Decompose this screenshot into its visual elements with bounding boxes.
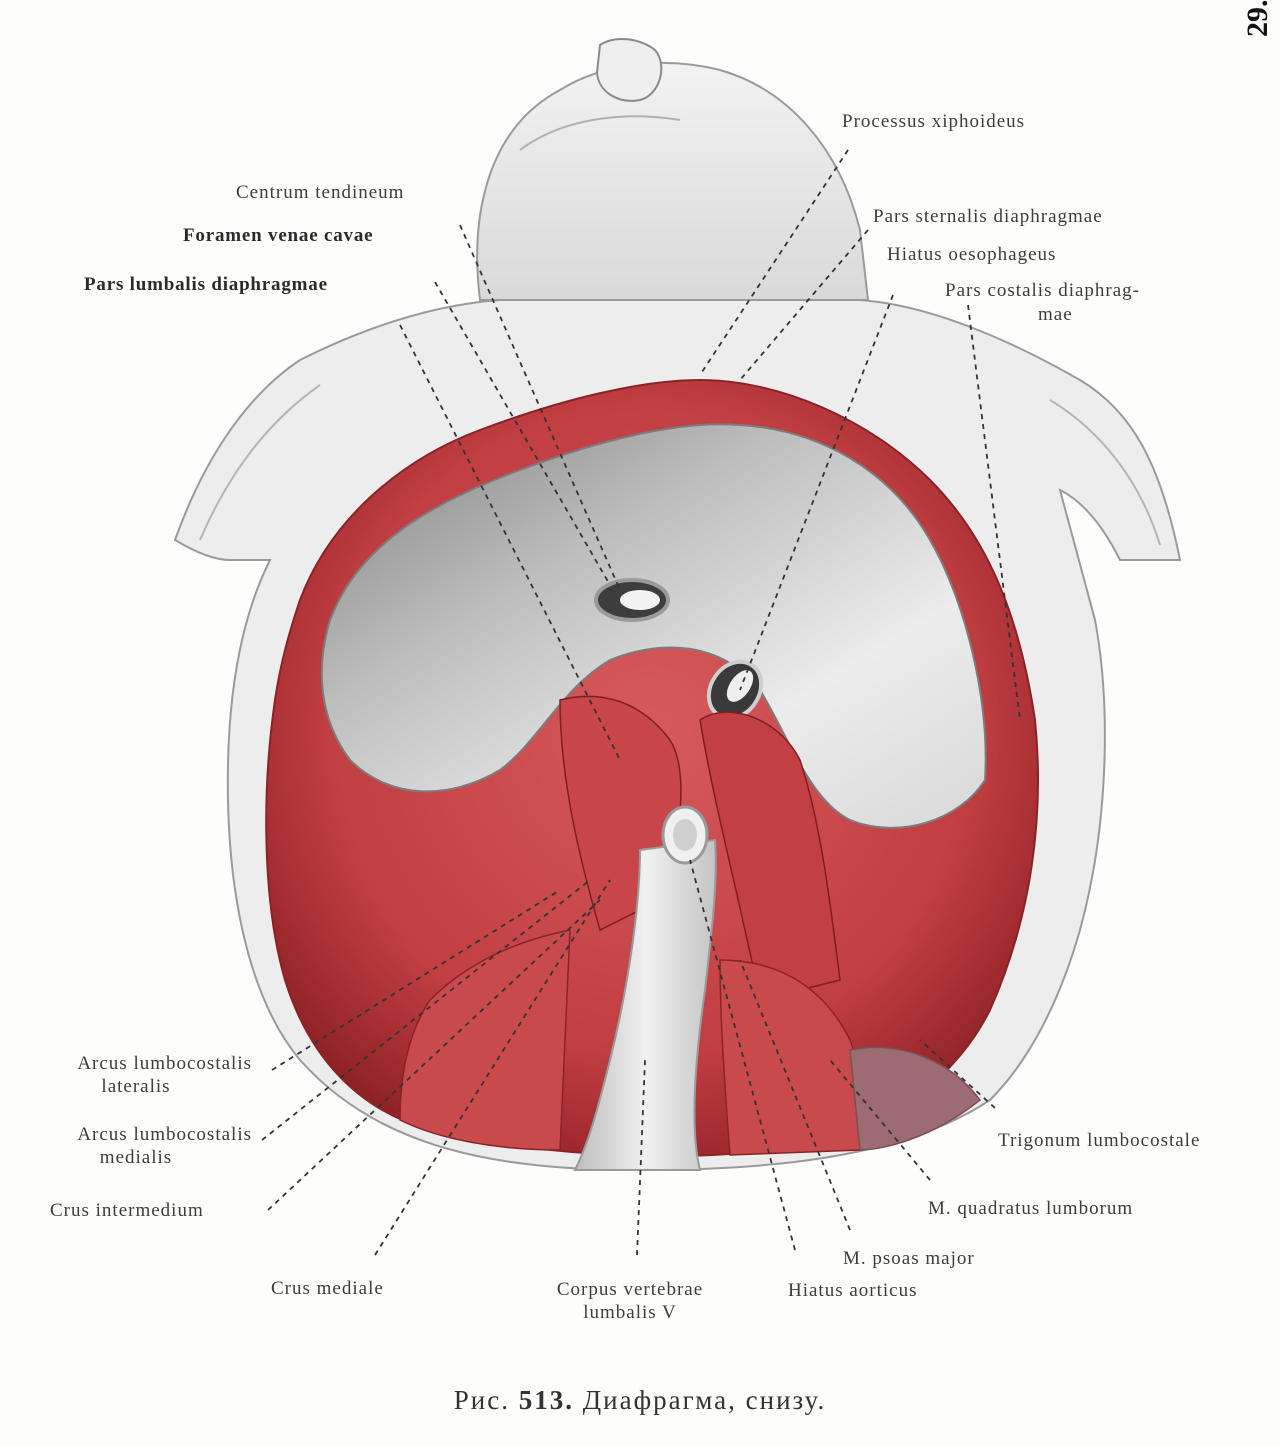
label-foramen-venae-cavae: Foramen venae cavae [183, 225, 374, 246]
label-crus-intermedium: Crus intermedium [50, 1200, 204, 1221]
caption-prefix: Рис. [453, 1385, 510, 1415]
caption-number: 513. [518, 1385, 574, 1415]
central-tendon [320, 423, 987, 829]
leader-lines [261, 149, 1021, 1256]
vertebral-column [573, 805, 717, 1171]
label-pars-costalis-line2: mae [1038, 304, 1073, 325]
lumbar-muscles [399, 929, 982, 1156]
label-corpus-vertebrae-line1: Corpus vertebrae [556, 1279, 704, 1300]
figure-caption: Рис. 513. Диафрагма, снизу. [0, 1385, 1280, 1416]
label-quadratus-lumborum: M. quadratus lumborum [928, 1198, 1134, 1219]
label-arcus-lateralis-line1: Arcus lumbocostalis [77, 1053, 252, 1074]
label-arcus-medialis-line2: medialis [99, 1147, 173, 1168]
label-centrum-tendineum: Centrum tendineum [236, 182, 405, 203]
label-hiatus-oesophageus: Hiatus oesophageus [887, 244, 1057, 265]
label-pars-lumbalis: Pars lumbalis diaphragmae [84, 274, 328, 295]
label-trigonum-lumbocostale: Trigonum lumbocostale [998, 1130, 1201, 1151]
label-corpus-vertebrae-line2: lumbalis V [583, 1302, 677, 1323]
label-psoas-major: M. psoas major [843, 1248, 975, 1269]
label-arcus-medialis-line1: Arcus lumbocostalis [77, 1124, 252, 1145]
plate-number: 29. [1241, 0, 1274, 38]
head-neck [476, 38, 870, 301]
label-pars-sternalis: Pars sternalis diaphragmae [873, 206, 1103, 227]
label-arcus-lateralis-line2: lateralis [101, 1076, 171, 1097]
label-hiatus-aorticus: Hiatus aorticus [788, 1280, 918, 1301]
label-processus-xiphoideus: Processus xiphoideus [842, 111, 1026, 132]
caption-text: Диафрагма, снизу. [582, 1385, 827, 1415]
label-pars-costalis-line1: Pars costalis diaphrag- [945, 280, 1141, 301]
label-crus-mediale: Crus mediale [271, 1278, 384, 1299]
